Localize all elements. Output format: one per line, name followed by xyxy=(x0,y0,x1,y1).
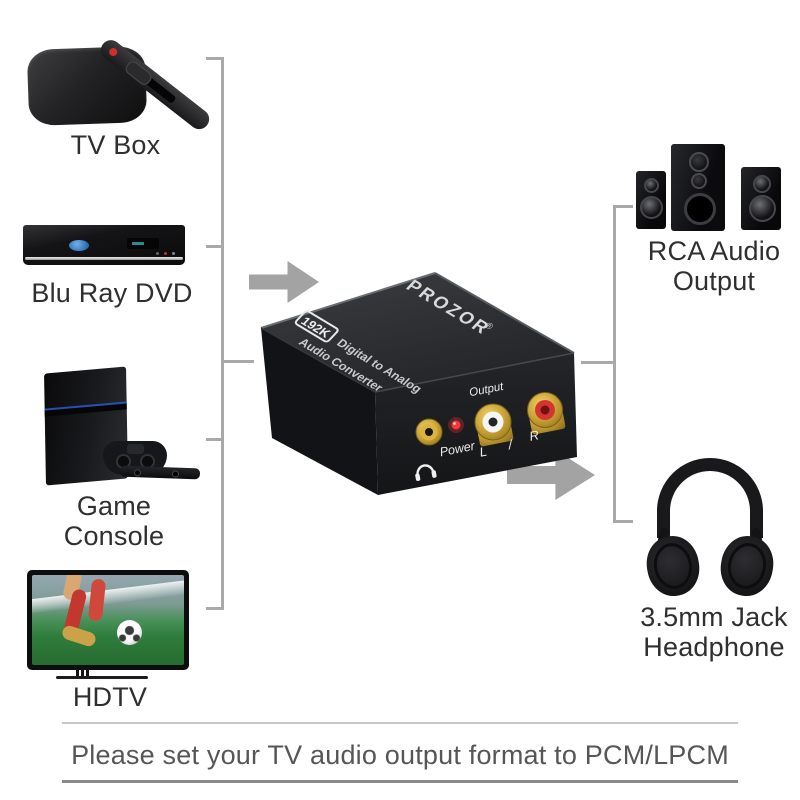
player-sock xyxy=(87,577,106,622)
hdtv-screen xyxy=(32,575,184,665)
power-label: Power xyxy=(439,439,477,460)
headphone-icon xyxy=(415,464,437,482)
rca-left-label: L xyxy=(478,444,488,460)
right-bracket-tick-speakers xyxy=(616,205,633,208)
rca-jack-red xyxy=(527,392,566,435)
hdtv-stand-base xyxy=(56,676,148,679)
left-bracket-tick-bluray xyxy=(206,245,221,248)
subwoofer-knob xyxy=(689,152,709,172)
footer-rule-bottom xyxy=(62,780,738,783)
right-bracket-vertical xyxy=(613,205,616,523)
blu-ray-body xyxy=(23,225,185,265)
rca-output-label-line2: Output xyxy=(672,266,756,296)
speaker-satellite xyxy=(741,167,781,230)
aux-jack xyxy=(415,418,443,446)
speaker-woofer xyxy=(749,195,776,222)
badge-frame xyxy=(294,310,339,343)
headphone-earcup xyxy=(716,531,778,601)
controller-touchpad xyxy=(127,444,144,454)
speakers-image xyxy=(633,140,788,232)
console-camera xyxy=(119,465,201,480)
hdtv-stand-legs xyxy=(76,669,79,677)
speaker-satellite xyxy=(636,171,666,229)
rca-output-label: RCA Audio Output xyxy=(628,236,800,296)
speaker-subwoofer xyxy=(671,144,725,231)
headphone-band xyxy=(657,458,763,538)
speaker-tweeter xyxy=(753,175,771,193)
rca-right-label: R xyxy=(528,427,540,444)
left-bracket-out-line xyxy=(224,360,254,363)
rca-output-label-line1: RCA Audio xyxy=(647,236,781,266)
power-led xyxy=(448,417,464,433)
hdtv-label: HDTV xyxy=(72,682,148,712)
converter-device: PROZOR ® 192K Digital to Analog Audio Co… xyxy=(260,272,577,495)
game-console-label: Game Console xyxy=(63,491,165,551)
right-bracket-in-line xyxy=(581,361,613,364)
headphone-jack-label-line1: 3.5mm Jack xyxy=(640,602,788,632)
converter-top-face xyxy=(261,273,574,392)
left-bracket-vertical xyxy=(221,57,224,610)
blu-ray-logo-icon xyxy=(69,240,89,251)
subwoofer-port xyxy=(684,193,716,225)
blu-ray-label: Blu Ray DVD xyxy=(31,278,193,308)
converter-side-face xyxy=(261,328,378,495)
blu-ray-buttons xyxy=(172,252,175,255)
footer-rule-top xyxy=(62,722,738,724)
stadium-light xyxy=(32,575,184,616)
tv-box-label: TV Box xyxy=(70,130,161,160)
rca-separator: / xyxy=(506,437,515,453)
blu-ray-trim xyxy=(25,257,183,260)
left-bracket-tick-console xyxy=(206,438,221,441)
footer-note: Please set your TV audio output format t… xyxy=(71,740,729,770)
rca-jack-white xyxy=(474,403,514,447)
speaker-woofer xyxy=(640,196,663,219)
registered-mark: ® xyxy=(483,320,496,331)
headphone-earcup xyxy=(642,531,704,601)
blu-ray-display xyxy=(127,238,159,249)
player-shoe xyxy=(61,624,98,648)
right-bracket-tick-headphone xyxy=(616,520,633,523)
soccer-ball xyxy=(117,620,143,645)
headphone-jack-label: 3.5mm Jack Headphone xyxy=(628,602,800,662)
left-bracket-tick-hdtv xyxy=(206,607,221,610)
left-bracket-tick-tvbox xyxy=(206,57,221,60)
subwoofer-knob xyxy=(691,173,707,189)
speaker-tweeter xyxy=(644,178,659,193)
hdtv-frame xyxy=(27,570,189,670)
headphone-jack-label-line2: Headphone xyxy=(643,632,785,662)
